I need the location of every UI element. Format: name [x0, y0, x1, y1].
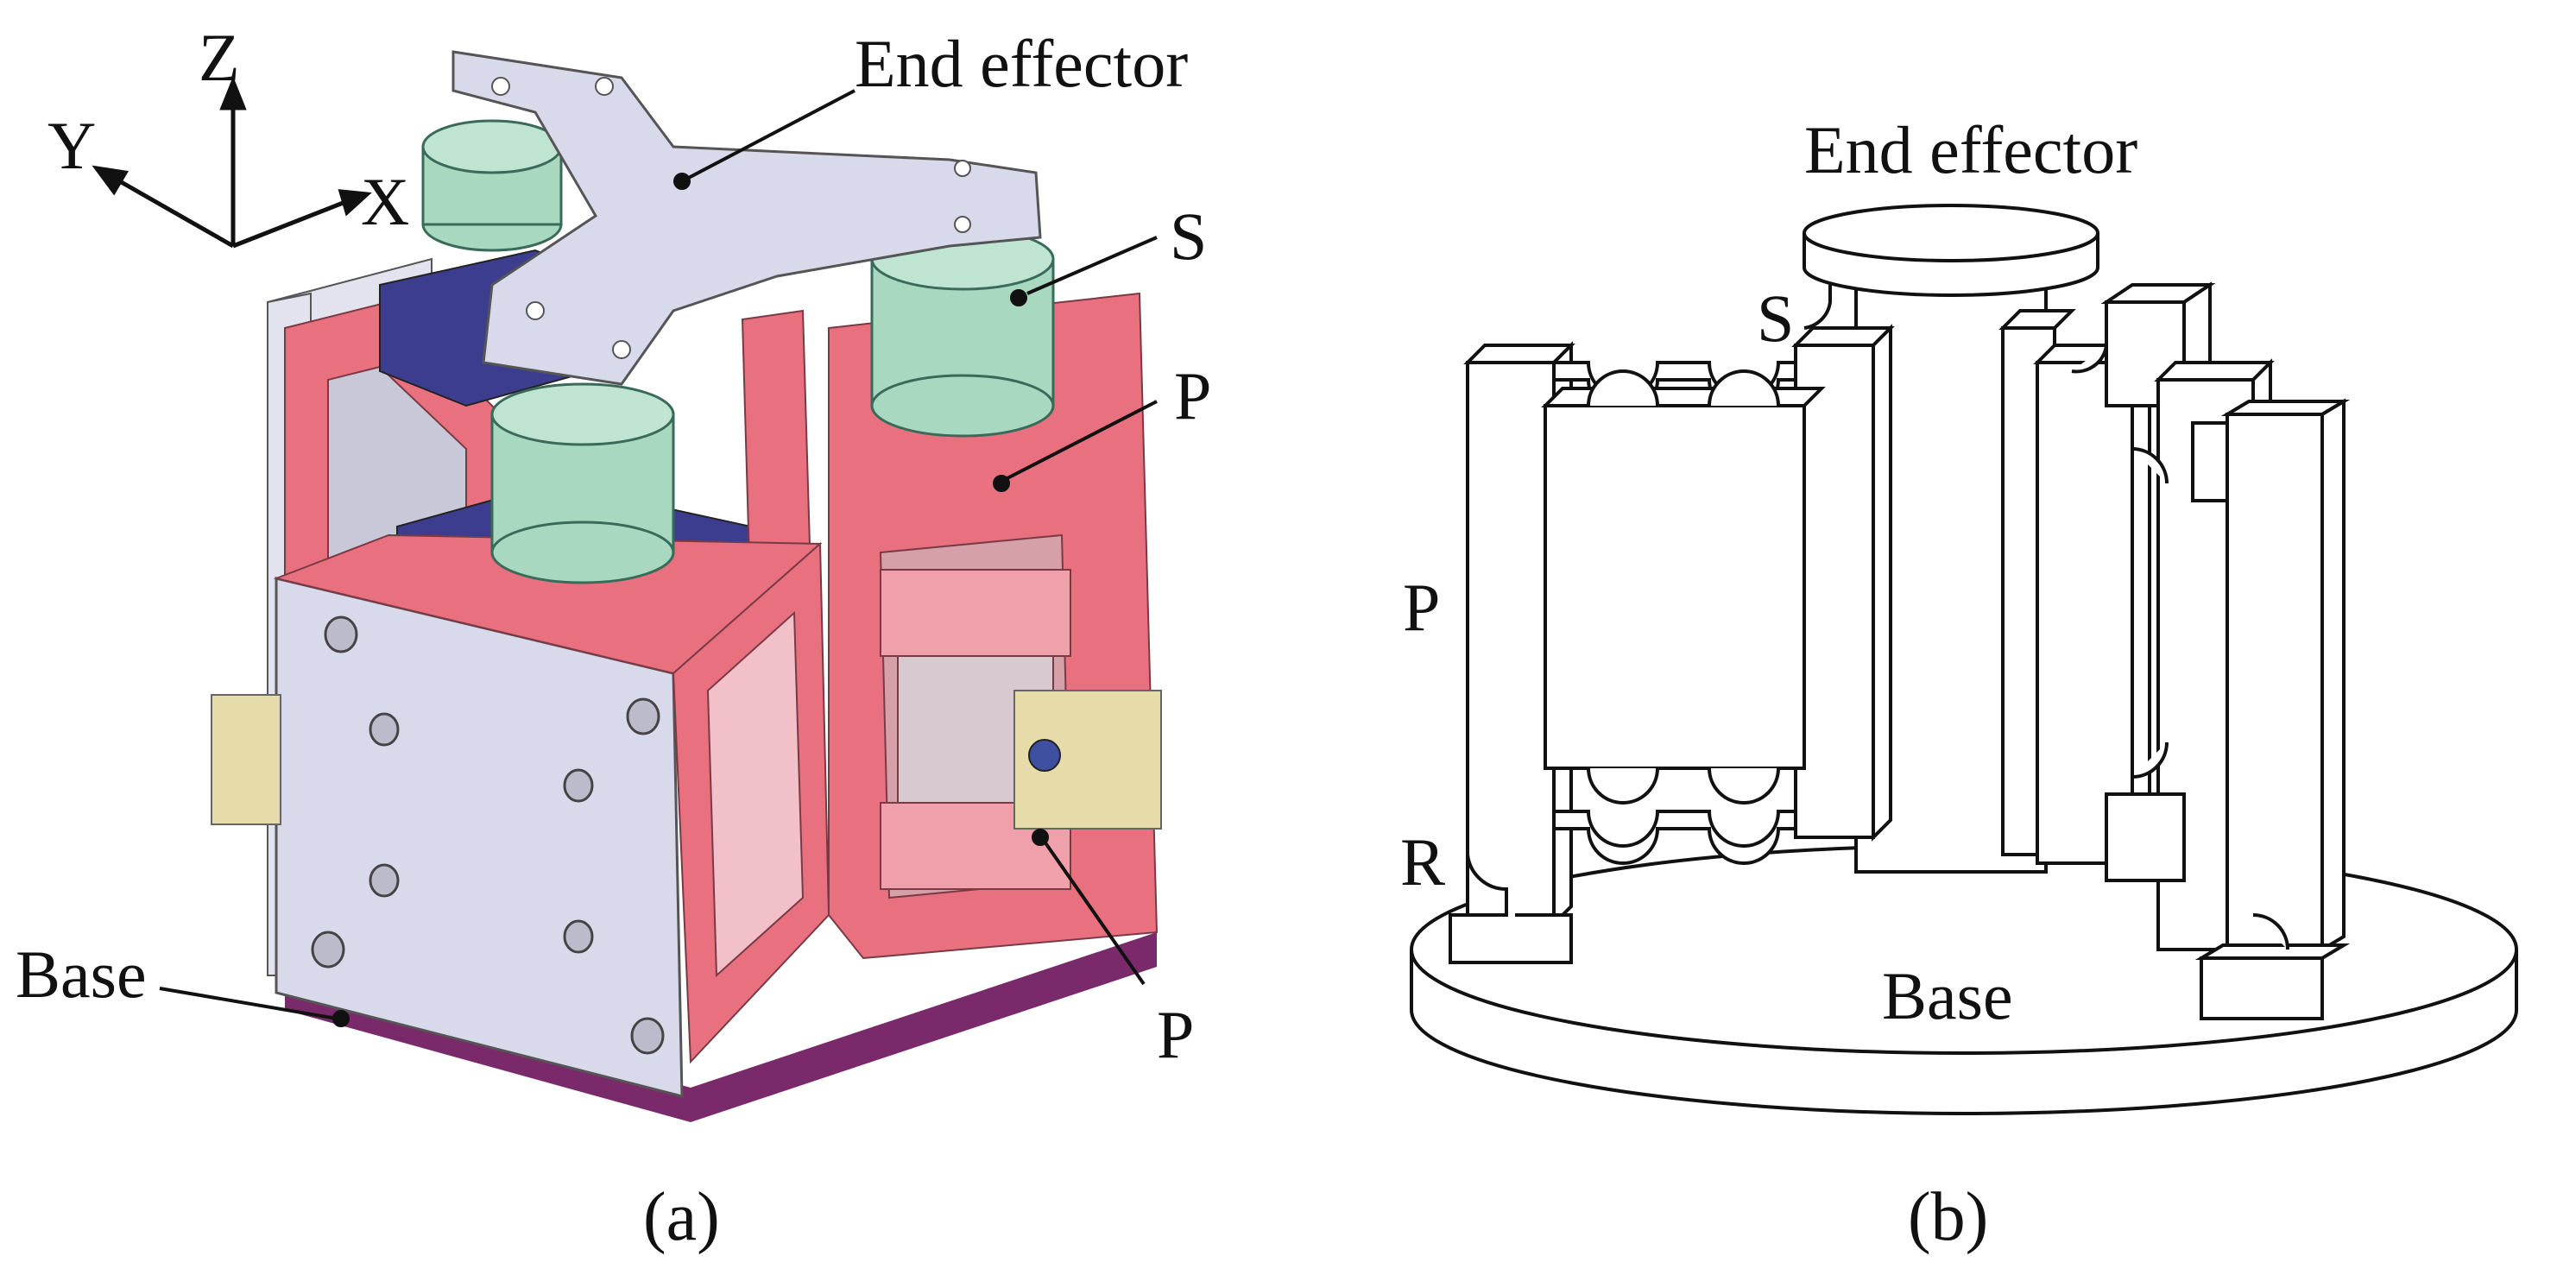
- label-base-a: Base: [16, 937, 147, 1012]
- label-r-b: R: [1400, 824, 1446, 899]
- label-p-b: P: [1403, 570, 1441, 645]
- axis-y-label: Y: [47, 108, 97, 183]
- label-s-b: S: [1757, 281, 1795, 356]
- mint-cylinders: [421, 119, 1055, 584]
- middle-pink-window: [706, 610, 805, 978]
- label-base-b: Base: [1882, 958, 2013, 1033]
- label-end-effector-a: End effector: [855, 26, 1189, 101]
- panel-a-cad-model: [92, 50, 1162, 1122]
- right-tan-knob: [1028, 739, 1061, 772]
- label-p-bottom-a: P: [1157, 997, 1195, 1072]
- right-rail-top: [880, 569, 1071, 657]
- front-box-holes: [311, 615, 665, 1055]
- caption-a: (a): [643, 1179, 720, 1255]
- end-effector-plate: [451, 50, 1042, 386]
- axis-triad: [92, 76, 372, 249]
- left-tan-block: [211, 694, 281, 825]
- right-legs: [1998, 281, 2351, 1020]
- axis-z-label: Z: [199, 20, 240, 95]
- leader-lines: [159, 89, 1158, 1027]
- label-s-a: S: [1170, 199, 1208, 274]
- left-leg: [1449, 285, 1895, 964]
- label-end-effector-b: End effector: [1804, 112, 2138, 187]
- end-effector-holes: [491, 77, 971, 359]
- panel-b-schematic: [1410, 204, 2518, 1115]
- label-p-top-a: P: [1174, 358, 1212, 433]
- axis-x-label: X: [361, 164, 410, 239]
- caption-b: (b): [1908, 1179, 1989, 1255]
